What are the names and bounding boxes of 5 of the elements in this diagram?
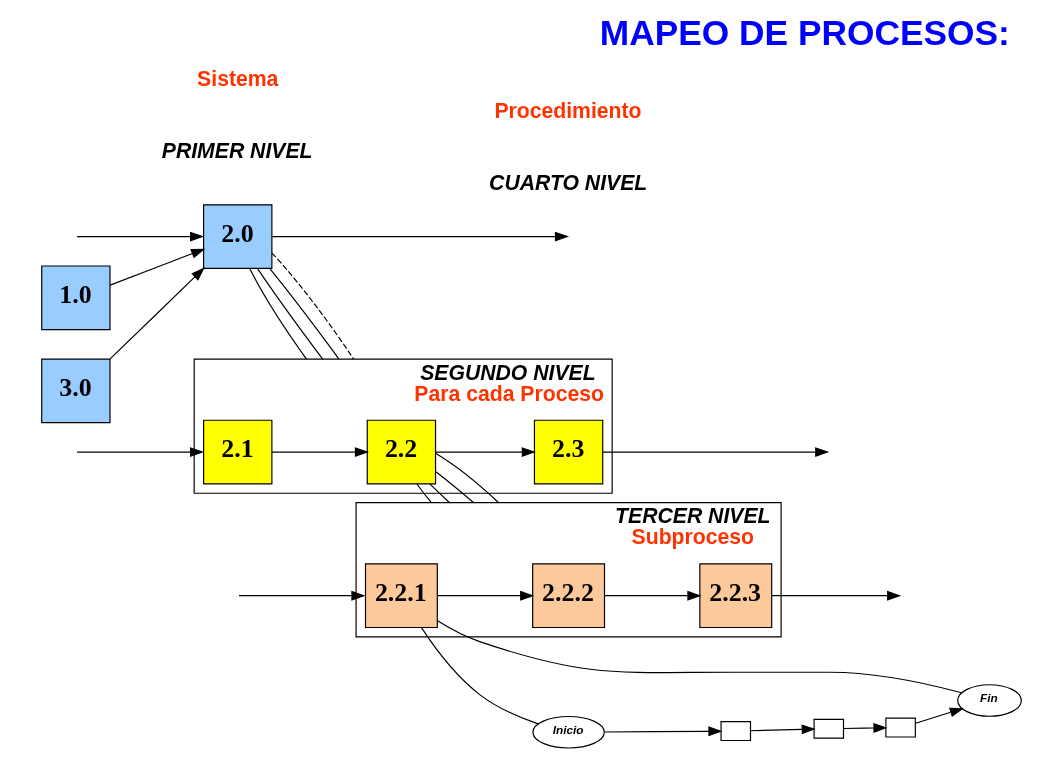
label: CUARTO NIVEL (488, 170, 647, 194)
label: Sistema (196, 67, 278, 91)
label: PRIMER NIVEL (161, 139, 312, 163)
label: Procedimiento (493, 99, 642, 123)
diagram-title: MAPEO DE PROCESOS: (599, 12, 1010, 52)
